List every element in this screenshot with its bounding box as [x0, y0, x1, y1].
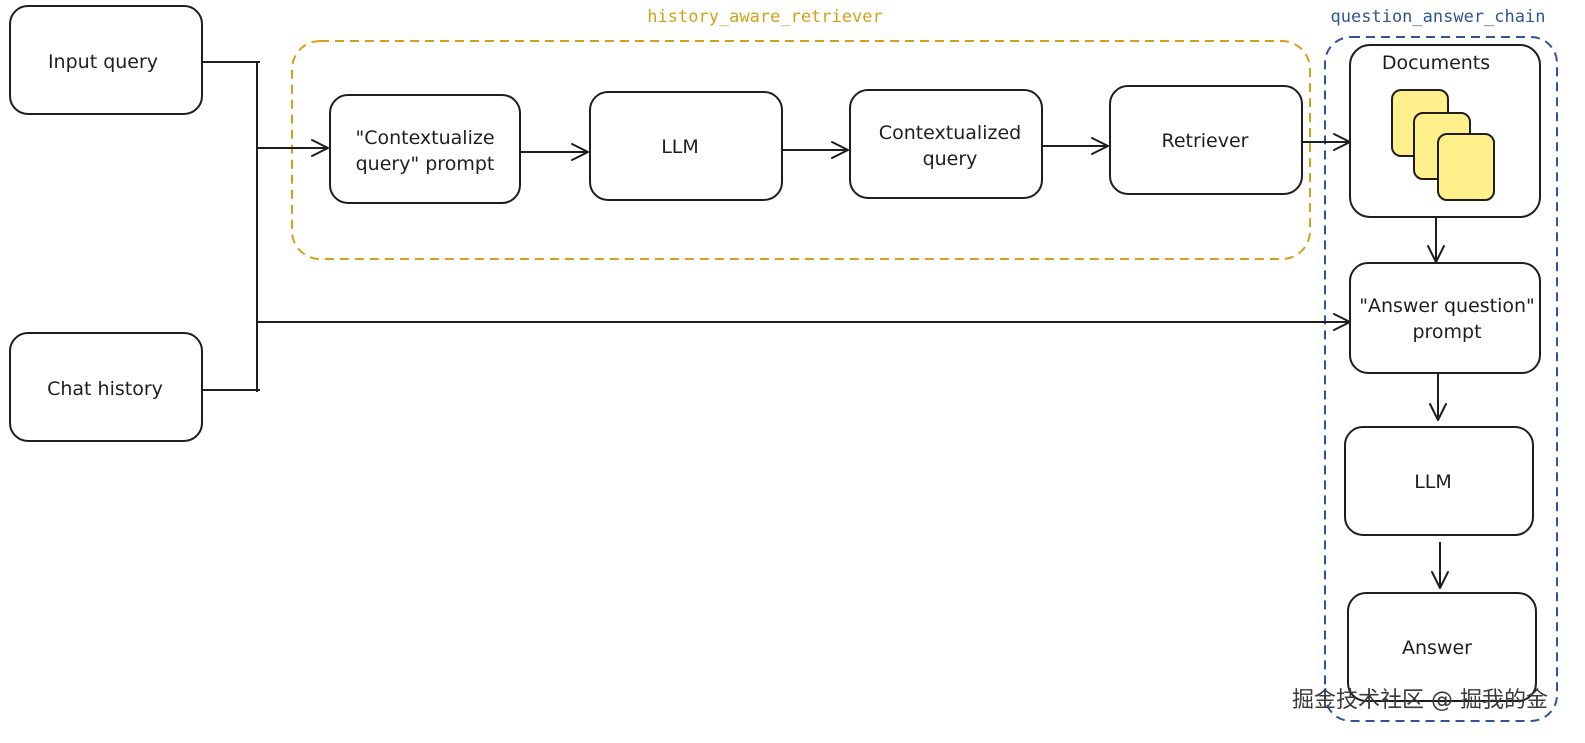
contextualized-query-line2: query	[923, 148, 978, 170]
llm-answer-label: LLM	[1414, 471, 1452, 493]
contextualize-to-llm-arrowhead	[571, 143, 589, 161]
input-query-label: Input query	[48, 51, 158, 73]
answer-prompt-node: "Answer question" prompt	[1349, 262, 1541, 374]
answer-node: Answer	[1347, 592, 1537, 702]
input-query-node: Input query	[9, 5, 203, 115]
contextualized-query-node: Contextualized query	[849, 89, 1043, 199]
documents-label: Documents	[1382, 52, 1490, 74]
llm-retriever-label: LLM	[661, 136, 699, 158]
answer-prompt-line1: "Answer question"	[1359, 295, 1535, 317]
documents-node: Documents	[1349, 44, 1541, 218]
question-answer-chain-label: question_answer_chain	[1331, 7, 1546, 27]
history-aware-retriever-label: history_aware_retriever	[647, 7, 882, 27]
answer-prompt-to-llm-arrowhead	[1429, 403, 1447, 421]
llm-answer-node: LLM	[1344, 426, 1534, 536]
contextualized-to-retriever-arrowhead	[1091, 137, 1109, 155]
contextualize-prompt-node: "Contextualize query" prompt	[329, 94, 521, 204]
bus-to-contextualize-arrowhead	[311, 139, 329, 157]
llm-to-answer-arrowhead	[1431, 571, 1449, 589]
contextualize-prompt-line1: "Contextualize	[355, 127, 494, 149]
document-sheet-icon-3	[1437, 133, 1495, 201]
contextualize-prompt-line2: query" prompt	[356, 153, 495, 175]
answer-prompt-line2: prompt	[1412, 321, 1481, 343]
llm-to-contextualized-arrowhead	[831, 141, 849, 159]
retriever-node: Retriever	[1109, 85, 1303, 195]
question-answer-chain-group	[1324, 36, 1558, 722]
retriever-label: Retriever	[1161, 130, 1248, 152]
history-aware-retriever-group	[291, 40, 1311, 260]
chat-history-label: Chat history	[47, 378, 163, 400]
watermark: 掘金技术社区 @ 掘我的金	[1292, 688, 1548, 713]
llm-retriever-node: LLM	[589, 91, 783, 201]
chat-history-node: Chat history	[9, 332, 203, 442]
contextualized-query-line1: Contextualized	[879, 122, 1021, 144]
answer-label: Answer	[1402, 637, 1472, 659]
